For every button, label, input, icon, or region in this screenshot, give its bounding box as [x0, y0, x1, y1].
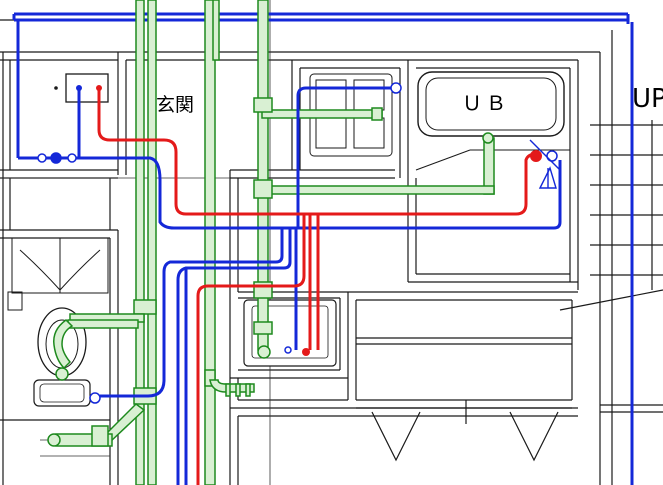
- drain-pipes: [47, 0, 495, 485]
- unit-bath-label: ＵＢ: [462, 91, 510, 115]
- closet-doors: [7, 237, 109, 311]
- blue-frame: [12, 12, 634, 485]
- hot-water-fittings: [302, 150, 542, 356]
- shower-faucet-icon: [529, 139, 561, 189]
- hot-water-pipes: [97, 90, 537, 485]
- wall-lines: [0, 19, 663, 485]
- bathtub: [415, 71, 570, 171]
- cold-water-fittings: [37, 82, 558, 404]
- entrance-label: 玄関: [156, 94, 194, 116]
- water-heater-box: [54, 73, 109, 103]
- up-label: UP: [632, 84, 663, 114]
